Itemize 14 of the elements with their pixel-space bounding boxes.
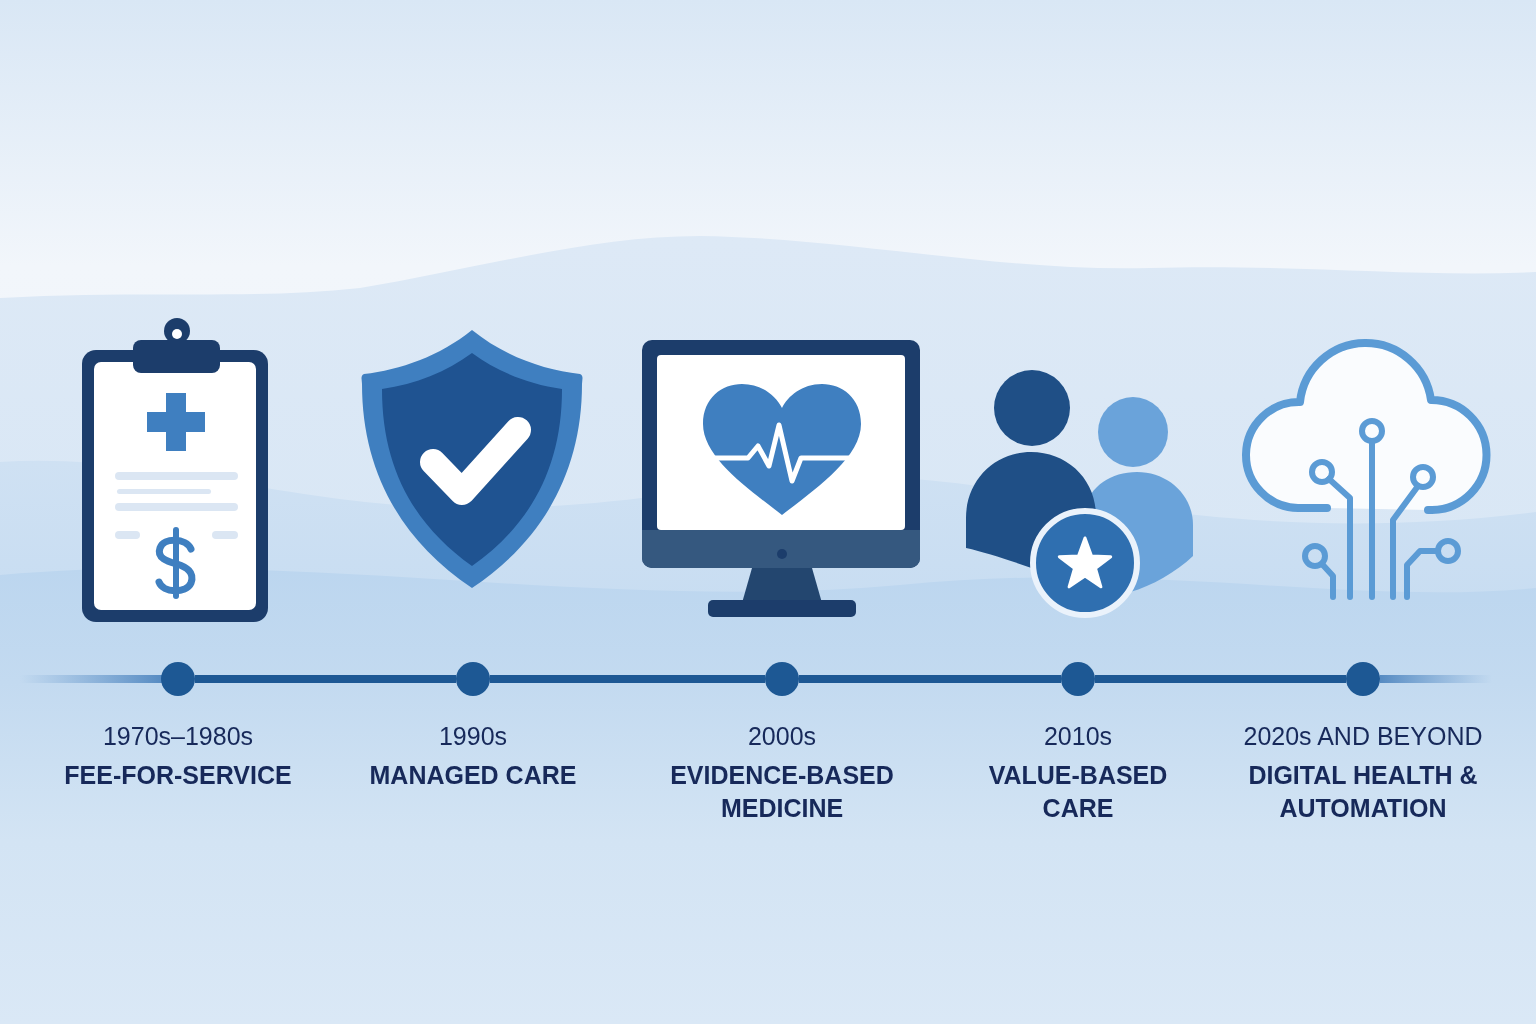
date-label: 1990s [437, 721, 509, 751]
era-title: DIGITAL HEALTH & AUTOMATION [1247, 760, 1479, 824]
era-title: MANAGED CARE [368, 760, 578, 791]
date-label: 1970s–1980s [101, 721, 255, 751]
timeline-segment [799, 675, 1061, 683]
era-title: VALUE-BASED CARE [987, 760, 1169, 824]
date-label: 2020s AND BEYOND [1242, 721, 1484, 751]
timeline-segment [195, 675, 456, 683]
date-label: 2010s [1042, 721, 1114, 751]
date-label: 2000s [746, 721, 818, 751]
era-title: EVIDENCE-BASED MEDICINE [669, 760, 895, 824]
timeline-segment [490, 675, 765, 683]
timeline-segment [1095, 675, 1346, 683]
era-title: FEE-FOR-SERVICE [63, 760, 293, 791]
